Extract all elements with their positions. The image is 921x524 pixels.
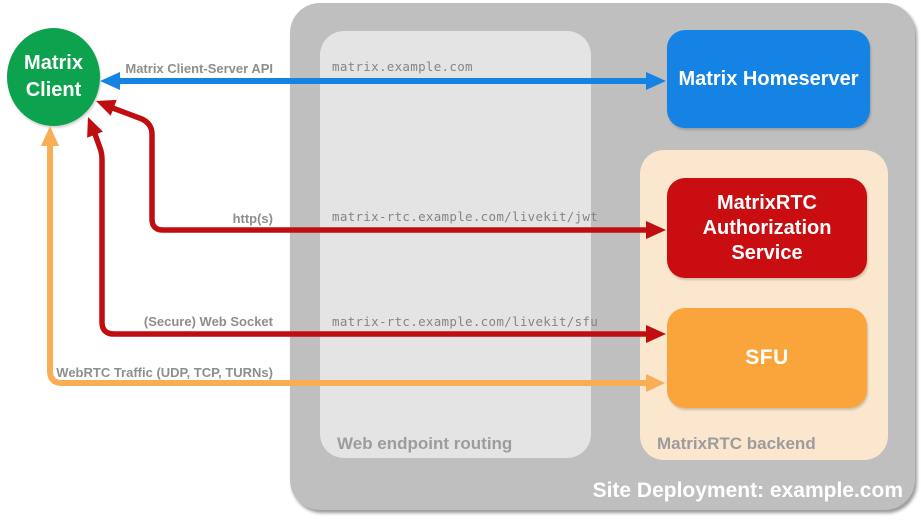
matrixrtc-auth-service-label: MatrixRTC Authorization Service — [702, 191, 832, 264]
sfu-node: SFU — [667, 308, 867, 408]
matrix-homeserver-label: Matrix Homeserver — [678, 67, 859, 90]
https-arrow-label: http(s) — [232, 211, 273, 226]
matrix-client-label: Matrix Client — [24, 52, 83, 101]
homeserver-route-label: matrix.example.com — [332, 59, 473, 74]
matrixrtc-auth-service-node: MatrixRTC Authorization Service — [667, 178, 867, 278]
sfu-label: SFU — [745, 346, 789, 369]
sfu-route-label: matrix-rtc.example.com/livekit/sfu — [332, 314, 599, 329]
jwt-route-label: matrix-rtc.example.com/livekit/jwt — [332, 209, 599, 224]
web-endpoint-routing-panel — [320, 31, 591, 458]
site-deployment-caption: Site Deployment: example.com — [592, 479, 903, 502]
websocket-arrow-label: (Secure) Web Socket — [143, 314, 273, 329]
matrixrtc-backend-caption: MatrixRTC backend — [657, 434, 816, 453]
client-server-api-arrow-label: Matrix Client-Server API — [125, 61, 273, 76]
web-endpoint-routing-caption: Web endpoint routing — [337, 434, 513, 453]
matrix-client-node: Matrix Client — [7, 28, 100, 126]
webrtc-traffic-arrow-label: WebRTC Traffic (UDP, TCP, TURNs) — [56, 365, 273, 380]
matrix-homeserver-node: Matrix Homeserver — [667, 30, 870, 128]
